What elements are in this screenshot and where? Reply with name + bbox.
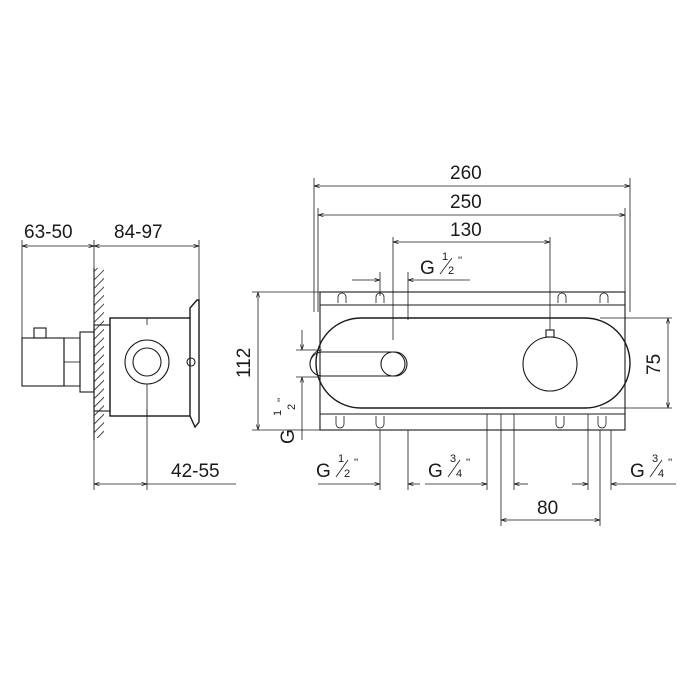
dim-label-112: 112 [234, 348, 255, 378]
side-view: 63-50 84-97 42-55 [21, 222, 236, 490]
slot-top-4 [599, 292, 609, 303]
thread-frac-b2-num: 3 [450, 453, 456, 465]
front-view: 260 250 130 G 1 2 '' [234, 163, 676, 526]
thread-frac-top-num: 1 [442, 251, 448, 263]
slot-top-2 [375, 292, 385, 303]
thread-inch-b1: '' [354, 457, 358, 469]
thread-g-left: G [278, 429, 299, 444]
thread-frac-left-den: 2 [286, 404, 298, 410]
dim-label-250: 250 [450, 192, 482, 213]
slot-bottom-2 [375, 416, 385, 429]
slot-bottom-1 [335, 416, 345, 429]
thread-inch-top: '' [458, 255, 462, 267]
right-knob-marker [545, 329, 555, 338]
dim-label-130: 130 [450, 220, 482, 241]
dim-label-42-55: 42-55 [171, 461, 220, 482]
lever-knob [380, 351, 406, 377]
thread-g-bottom-3: G [630, 461, 645, 482]
thread-inch-b3: '' [668, 457, 672, 469]
handle-front [21, 337, 65, 387]
slot-top-3 [557, 292, 567, 303]
thread-g-bottom-2: G [428, 461, 443, 482]
handle-collar [79, 331, 95, 393]
cover-plate [315, 317, 631, 409]
dim-label-75: 75 [644, 354, 665, 375]
valve-circle-inner [132, 347, 162, 377]
thread-frac-b2-den: 4 [456, 468, 462, 480]
handle-tab [33, 327, 47, 339]
thread-inch-b2: '' [466, 457, 470, 469]
thread-g-bottom-1: G [316, 461, 331, 482]
mounting-plate [319, 291, 626, 431]
slot-bottom-4 [597, 416, 607, 429]
dim-label-84-97: 84-97 [114, 222, 163, 243]
lever-handle [309, 351, 408, 377]
pipe-stub-right [186, 357, 196, 367]
slot-top-1 [337, 292, 347, 303]
box-body [109, 317, 191, 417]
thread-frac-top-den: 2 [448, 265, 454, 277]
dim-label-63-50: 63-50 [24, 222, 73, 243]
mount-bracket [189, 299, 200, 429]
thread-frac-b3-den: 4 [658, 468, 664, 480]
thread-frac-left-num: 1 [272, 410, 284, 416]
slot-bottom-3 [555, 416, 565, 429]
dim-label-260: 260 [450, 163, 482, 184]
thread-frac-b3-num: 3 [652, 453, 658, 465]
right-knob [522, 336, 578, 392]
thread-frac-b1-den: 2 [344, 468, 350, 480]
valve-circle-outer [124, 339, 170, 385]
wall-hatch [94, 268, 104, 438]
dim-label-80: 80 [537, 498, 558, 519]
thread-inch-left: '' [276, 398, 288, 402]
thread-g-top: G [420, 258, 435, 279]
thread-frac-b1-num: 1 [338, 453, 344, 465]
